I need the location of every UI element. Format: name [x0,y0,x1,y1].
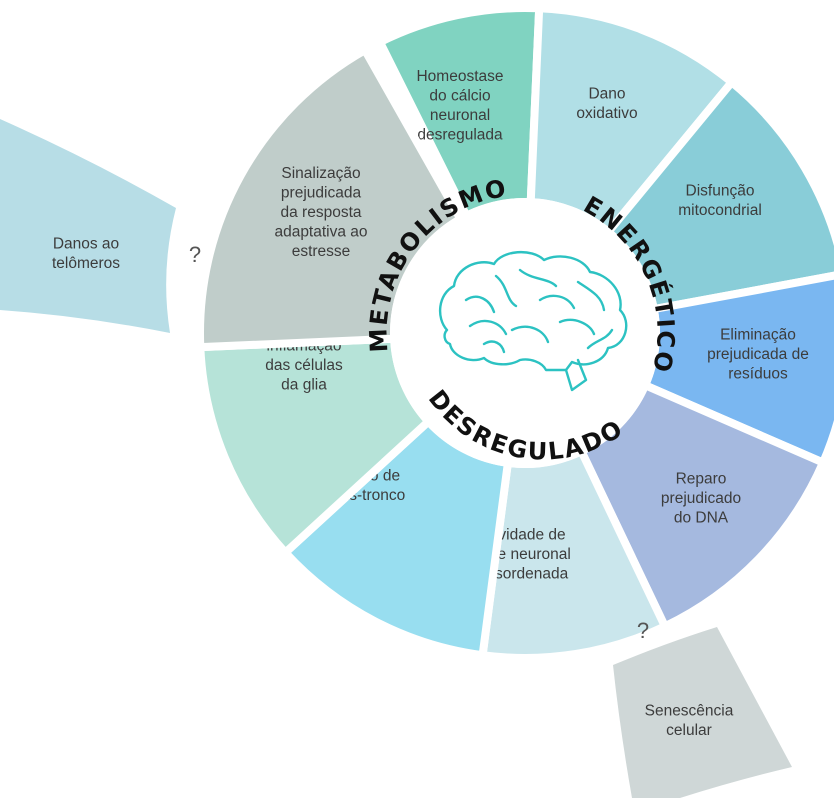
segment-label-eliminacao: Eliminação prejudicada de resíduos [707,327,809,383]
segment-label-sinalizacao-line: Sinalização [281,165,360,182]
segment-label-reparo: Reparo prejudicado do DNA [661,471,741,527]
segment-label-dano-oxidativo-line: Dano [588,85,625,102]
segment-label-ativacao-line: da glia [281,376,327,393]
external-shape-telomeros [0,119,176,333]
external-label-telomeros: Danos ao telômeros [52,235,120,272]
segment-label-homeostase-line: neuronal [430,107,490,124]
segment-label-disfuncao-line: mitocondrial [678,202,762,219]
external-telomeros: Danos ao telômeros [0,119,176,333]
segment-label-sinalizacao-line: da resposta [281,204,362,221]
segment-label-homeostase-line: desregulada [417,126,503,143]
segment-label-homeostase-line: Homeostase [416,68,503,85]
question-marks: ? ? [189,242,649,643]
segment-label-dano-oxidativo: Dano oxidativo [576,85,637,122]
center-circle [390,198,660,468]
segment-label-homeostase-line: do cálcio [429,87,490,104]
segment-label-homeostase: Homeostase do cálcio neuronal desregulada [416,68,503,144]
external-label-senescencia-line: Senescência [645,702,734,719]
question-mark-senescencia: ? [637,618,649,643]
segment-label-disfuncao-line: Disfunção [686,182,755,199]
question-mark-telomeros: ? [189,242,201,267]
segment-label-disfuncao: Disfunção mitocondrial [678,182,762,219]
segment-label-atividade-line: desordenada [478,566,569,583]
external-senescencia: Senescência celular [613,627,792,798]
external-label-telomeros-line: telômeros [52,255,120,272]
segment-label-dano-oxidativo-line: oxidativo [576,105,637,122]
segment-label-ativacao-line: das células [265,357,343,374]
external-label-telomeros-line: Danos ao [53,235,119,252]
external-shape-senescencia [613,627,792,798]
segment-label-sinalizacao-line: prejudicada [281,185,362,202]
segment-label-eliminacao-line: Eliminação [720,327,796,344]
segment-label-reparo-line: prejudicado [661,490,741,507]
segment-label-sinalizacao-line: estresse [292,243,351,260]
segment-label-eliminacao-line: resíduos [728,366,788,383]
segment-label-sinalizacao-line: adaptativa ao [274,224,367,241]
segment-label-reparo-line: Reparo [676,471,727,488]
external-label-senescencia-line: celular [666,722,712,739]
segment-label-reparo-line: do DNA [674,510,729,527]
segment-label-sinalizacao: Sinalização prejudicada da resposta adaptat… [274,165,367,260]
segment-sinalizacao: Sinalização prejudicada da resposta adaptat… [196,44,466,352]
external-label-senescencia: Senescência celular [645,702,734,739]
brain-icon [438,251,628,392]
segment-label-eliminacao-line: prejudicada de [707,346,809,363]
